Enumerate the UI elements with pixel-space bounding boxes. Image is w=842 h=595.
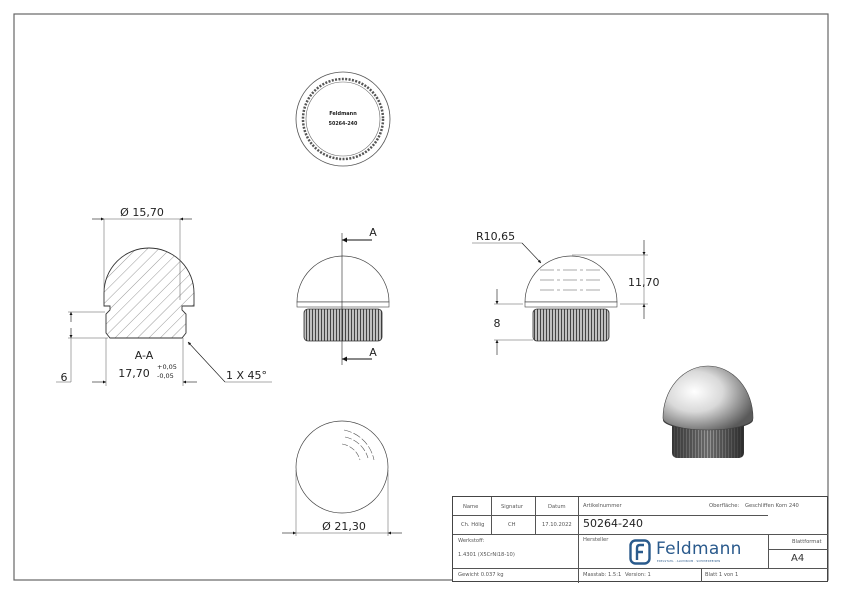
material-value: 1.4301 (X5CrNi18-10)	[458, 552, 515, 558]
scale: Masstab: 1.5:1	[583, 572, 622, 578]
section-label: A-A	[135, 349, 154, 362]
dim-bottom-diameter: Ø 21,30	[322, 520, 366, 533]
tol-plus: +0,05	[157, 363, 177, 371]
side-view: R10,65 11,70 8	[472, 230, 660, 355]
format-value: A4	[791, 553, 805, 564]
divider	[535, 497, 536, 534]
dim-shank-height: 8	[494, 317, 501, 330]
surface-value: Geschliffen Korn 240	[745, 503, 799, 509]
bottom-view: Ø 21,30	[282, 420, 402, 536]
dim-height: 6	[61, 371, 68, 384]
format-label: Blattformat	[792, 539, 822, 545]
weight: Gewicht 0.037 kg	[458, 572, 504, 578]
logo-name: Feldmann	[656, 539, 742, 559]
cut-label-bottom: A	[369, 346, 377, 359]
logo-mark-icon	[629, 539, 651, 565]
name-value: Ch. Hölig	[461, 522, 485, 528]
divider	[768, 534, 769, 568]
divider	[768, 549, 828, 550]
tol-minus: -0,05	[157, 372, 174, 380]
divider	[578, 497, 579, 583]
dim-bottom: 17,70	[118, 367, 150, 380]
divider	[453, 515, 768, 516]
divider	[701, 568, 702, 582]
logo-tagline: EDELSTAHL · ALUMINIUM · SCHMIEDEEISEN	[657, 560, 721, 563]
manufacturer-label: Hersteller	[583, 537, 609, 543]
section-view: Ø 15,70 6 A-A 17,70 +0,05 -0,05 1 X 45°	[56, 206, 272, 386]
date-value: 17.10.2022	[542, 522, 572, 528]
title-block: Name Signatur Datum Ch. Hölig CH 17.10.2…	[452, 496, 828, 583]
surface-label: Oberfläche:	[709, 503, 740, 509]
chamfer-note: 1 X 45°	[226, 369, 267, 382]
top-view: Feldmann 50264-240	[295, 71, 391, 167]
divider	[453, 534, 828, 535]
top-view-article: 50264-240	[329, 121, 358, 127]
sheet-number: Blatt 1 von 1	[705, 572, 739, 578]
name-label: Name	[463, 504, 479, 510]
divider	[453, 568, 828, 569]
feldmann-logo: Feldmann EDELSTAHL · ALUMINIUM · SCHMIED…	[629, 539, 779, 569]
dim-top-diameter: Ø 15,70	[120, 206, 164, 219]
dim-height-total: 11,70	[628, 276, 660, 289]
divider	[491, 497, 492, 534]
drawing-frame	[13, 13, 829, 581]
date-label: Datum	[548, 504, 566, 510]
signature-label: Signatur	[501, 504, 523, 510]
top-view-brand: Feldmann	[329, 111, 357, 117]
article-label: Artikelnummer	[583, 503, 622, 509]
dim-radius: R10,65	[476, 230, 515, 243]
iso-render	[662, 365, 754, 458]
version: Version: 1	[625, 572, 651, 578]
cut-label-top: A	[369, 226, 377, 239]
signature-value: CH	[508, 522, 516, 528]
material-label: Werkstoff:	[458, 538, 485, 544]
article-value: 50264-240	[583, 517, 643, 530]
front-view: A A	[296, 226, 390, 365]
